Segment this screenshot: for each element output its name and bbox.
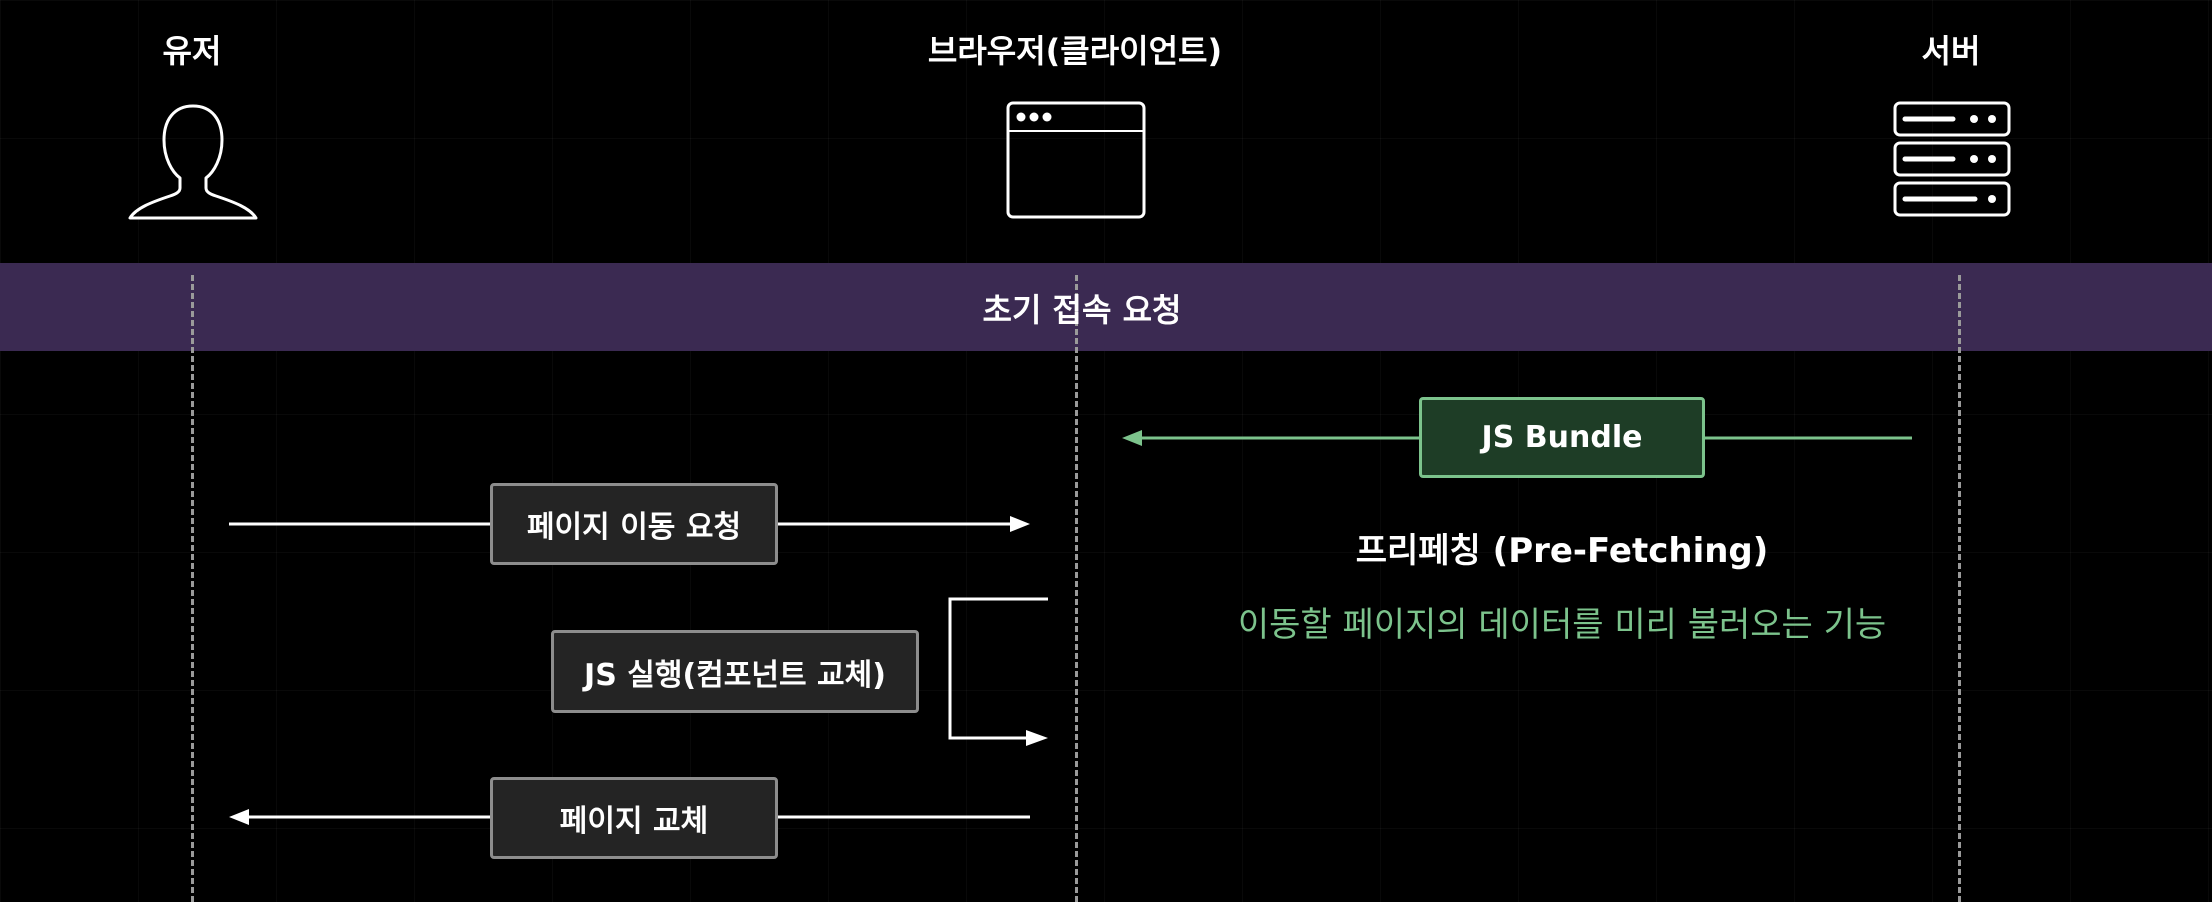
prefetch-title: 프리페칭 (Pre-Fetching): [1355, 531, 1769, 571]
lifeline-browser: [1075, 275, 1078, 902]
person-icon: [128, 104, 258, 220]
lifeline-server: [1958, 275, 1961, 902]
page-replace-box: 페이지 교체: [490, 777, 778, 859]
actor-label-user: 유저: [162, 32, 222, 70]
browser-window-icon: [1006, 101, 1146, 219]
js-bundle-box: JS Bundle: [1419, 397, 1705, 478]
js-execute-box: JS 실행(컴포넌트 교체): [551, 630, 919, 713]
phase-label: 초기 접속 요청: [982, 291, 1182, 329]
phase-band: [0, 263, 2212, 351]
actor-label-server: 서버: [1921, 32, 1981, 70]
page-move-request-box: 페이지 이동 요청: [490, 483, 778, 565]
js-execute-loop-arrow: [948, 597, 1048, 746]
actor-label-browser: 브라우저(클라이언트): [927, 32, 1223, 70]
lifeline-user: [191, 275, 194, 902]
server-icon: [1893, 101, 2011, 217]
prefetch-description: 이동할 페이지의 데이터를 미리 불러오는 기능: [1237, 605, 1887, 645]
